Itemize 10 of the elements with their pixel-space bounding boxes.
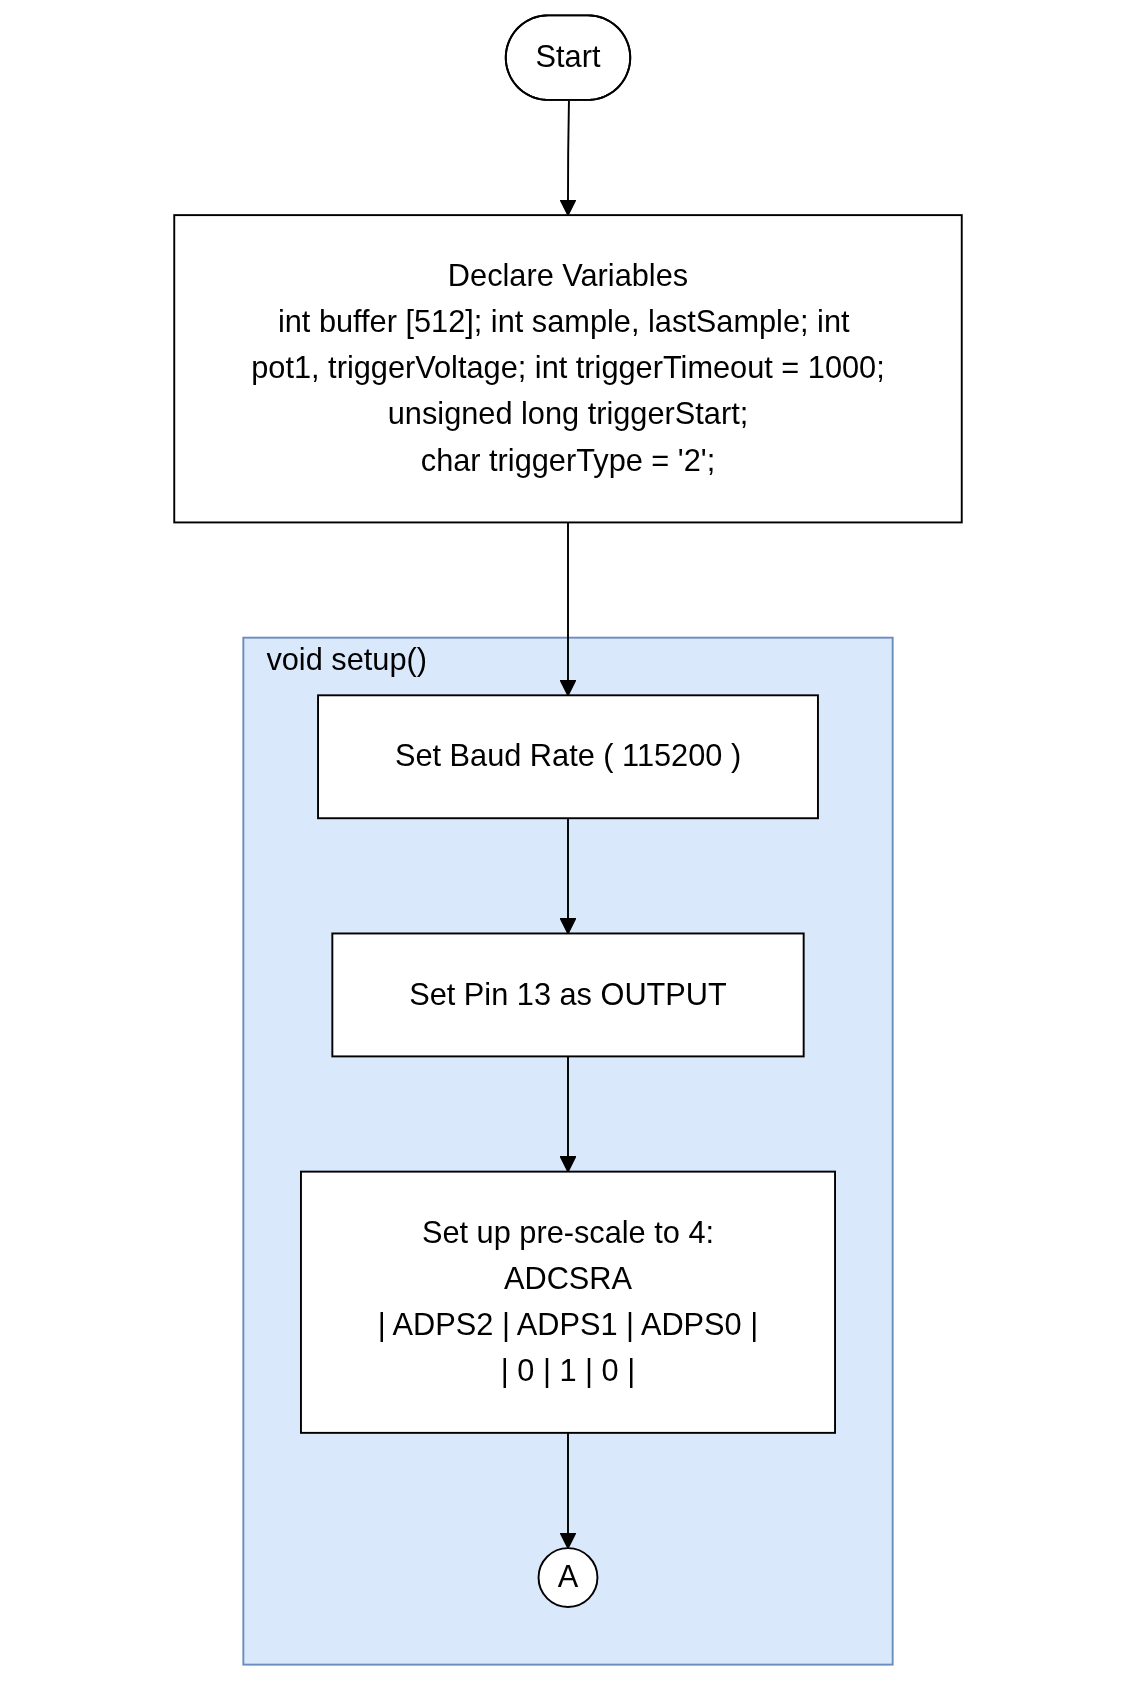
- node-box: Set Pin 13 as OUTPUT: [331, 932, 805, 1058]
- arrow: [559, 99, 577, 216]
- node-box: Declare Variables int buffer [512]; int sample, lastSample; int pot1, triggerVoltage; int triggerTimeout = 1000; unsigned long triggerStart; char triggerType = '2';: [173, 214, 963, 524]
- arrow: [559, 1055, 577, 1173]
- node-box: Set up pre-scale to 4: ADCSRA | ADPS2 | ADPS1 | ADPS0 | | 0 | 1 | 0 |: [300, 1170, 836, 1434]
- arrow: [559, 817, 577, 935]
- arrow: [559, 521, 577, 697]
- node-circle: A: [537, 1547, 599, 1608]
- node-box: Set Baud Rate ( 115200 ): [317, 694, 819, 820]
- arrow: [559, 1431, 577, 1549]
